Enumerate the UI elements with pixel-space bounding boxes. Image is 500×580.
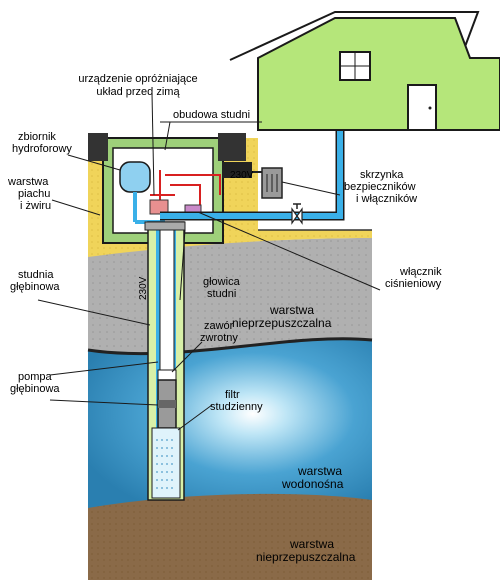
label-impermeable-upper-1: warstwa xyxy=(269,303,314,317)
label-impermeable-upper-2: nieprzepuszczalna xyxy=(232,316,332,330)
label-filter-1: filtr xyxy=(225,389,240,401)
house-door xyxy=(407,84,437,131)
label-filter-2: studzienny xyxy=(210,401,263,413)
well-head xyxy=(144,221,186,231)
label-drain-device-1: urządzenie opróżniające xyxy=(78,73,197,85)
label-deep-pump-2: głębinowa xyxy=(10,383,60,395)
label-impermeable-lower-2: nieprzepuszczalna xyxy=(256,550,356,564)
label-sand-3: i żwiru xyxy=(20,200,51,212)
label-fuse-box-1: skrzynka xyxy=(360,169,404,181)
label-check-valve-1: zawór xyxy=(204,320,234,332)
label-sand-1: warstwa xyxy=(7,176,49,188)
label-pressure-switch-1: włącznik xyxy=(399,266,442,278)
label-deep-well-1: studnia xyxy=(18,269,54,281)
label-fuse-box-3: i włączników xyxy=(356,193,417,205)
pressure-tank xyxy=(119,161,151,193)
label-impermeable-lower-1: warstwa xyxy=(289,537,334,551)
label-well-head-2: studni xyxy=(207,288,236,300)
label-check-valve-2: zwrotny xyxy=(200,332,238,344)
label-drain-device-2: układ przed zimą xyxy=(96,86,180,98)
shutoff-valve xyxy=(291,207,303,225)
label-aquifer-1: warstwa xyxy=(297,464,342,478)
label-pressure-switch-2: ciśnieniowy xyxy=(385,278,442,290)
label-voltage-top: 230V xyxy=(230,170,254,181)
house-wall xyxy=(257,17,500,131)
label-sand-2: piachu xyxy=(18,188,50,200)
label-deep-pump-1: pompa xyxy=(18,371,53,383)
label-well-head-1: głowica xyxy=(203,276,241,288)
label-deep-well-2: głębinowa xyxy=(10,281,60,293)
check-valve xyxy=(157,369,177,381)
label-pressure-tank-2: hydroforowy xyxy=(12,143,72,155)
label-aquifer-2: wodonośna xyxy=(281,477,344,491)
label-fuse-box-2: bezpieczników xyxy=(344,181,416,193)
label-well-housing: obudowa studni xyxy=(173,109,250,121)
label-voltage-side: 230V xyxy=(138,276,149,300)
label-pressure-tank-1: zbiornik xyxy=(18,131,56,143)
